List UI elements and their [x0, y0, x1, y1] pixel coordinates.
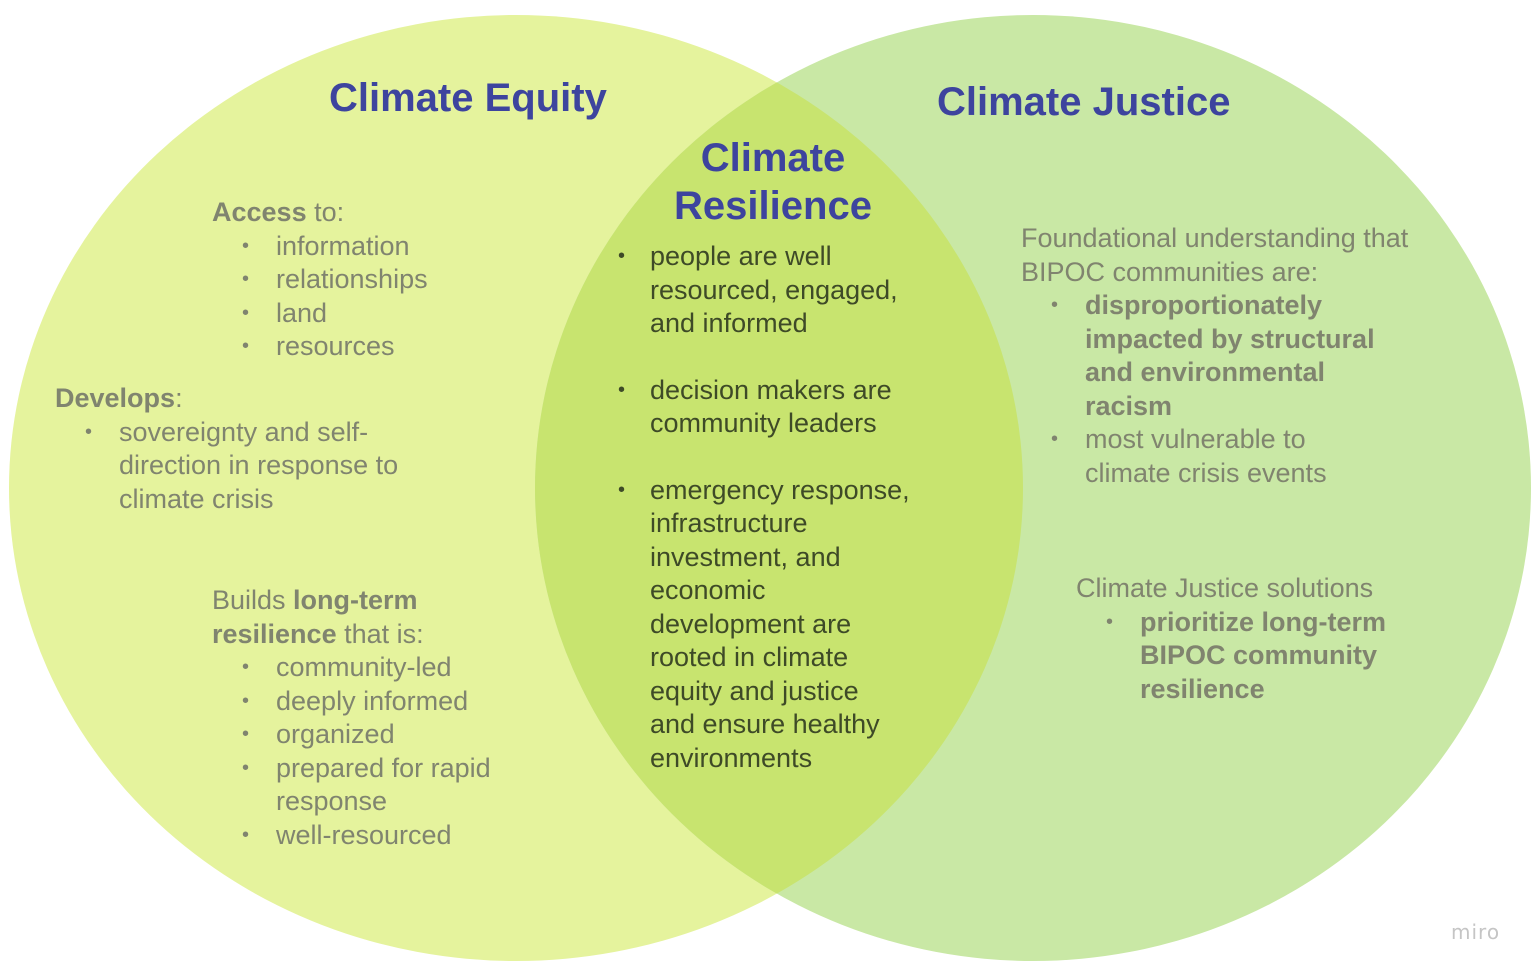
foundation-intro: Foundational understanding that BIPOC co… [1021, 223, 1409, 287]
builds-bold: long-term resilience [212, 585, 418, 649]
resilience-item: emergency response, infrastructure inves… [614, 474, 910, 776]
equity-access-section: Access to: information relationships lan… [212, 196, 428, 364]
foundation-item: most vulnerable to climate crisis events [1021, 423, 1365, 490]
resilience-item: decision makers are community leaders [614, 374, 934, 441]
justice-foundation-section: Foundational understanding that BIPOC co… [1021, 222, 1421, 490]
solutions-list: prioritize long-term BIPOC community res… [1076, 606, 1436, 707]
miro-watermark: miro [1451, 920, 1501, 944]
access-item: information [212, 230, 428, 264]
builds-item: community-led [212, 651, 522, 685]
builds-item: prepared for rapid response [212, 752, 522, 819]
builds-item: deeply informed [212, 685, 522, 719]
builds-item: organized [212, 718, 522, 752]
access-item: relationships [212, 263, 428, 297]
equity-develops-section: Develops: sovereignty and self-direction… [55, 382, 445, 516]
access-suffix: to: [306, 197, 345, 227]
access-list: information relationships land resources [212, 230, 428, 364]
foundation-item: disproportionately impacted by structura… [1021, 289, 1405, 423]
access-item: resources [212, 330, 428, 364]
builds-prefix: Builds [212, 585, 294, 615]
equity-title: Climate Equity [329, 76, 607, 120]
builds-suffix: that is: [336, 618, 424, 649]
access-item: land [212, 297, 428, 331]
resilience-title-line2: Resilience [674, 184, 872, 228]
equity-builds-section: Builds long-term resilience that is: com… [212, 584, 522, 852]
builds-list: community-led deeply informed organized … [212, 651, 522, 852]
access-heading: Access [212, 197, 307, 227]
develops-suffix: : [175, 383, 183, 413]
develops-list: sovereignty and self-direction in respon… [55, 416, 445, 517]
foundation-list: disproportionately impacted by structura… [1021, 289, 1421, 490]
develops-heading: Develops [55, 383, 176, 413]
resilience-item: people are well resourced, engaged, and … [614, 240, 934, 341]
solutions-intro: Climate Justice solutions [1076, 573, 1374, 603]
builds-item: well-resourced [212, 819, 522, 853]
solutions-item: prioritize long-term BIPOC community res… [1076, 606, 1430, 707]
resilience-list: people are well resourced, engaged, and … [614, 240, 934, 775]
justice-title: Climate Justice [937, 80, 1231, 124]
justice-solutions-section: Climate Justice solutions prioritize lon… [1076, 572, 1436, 706]
resilience-title-line1: Climate [700, 136, 846, 180]
develops-item: sovereignty and self-direction in respon… [55, 416, 445, 517]
resilience-section: people are well resourced, engaged, and … [614, 240, 934, 808]
